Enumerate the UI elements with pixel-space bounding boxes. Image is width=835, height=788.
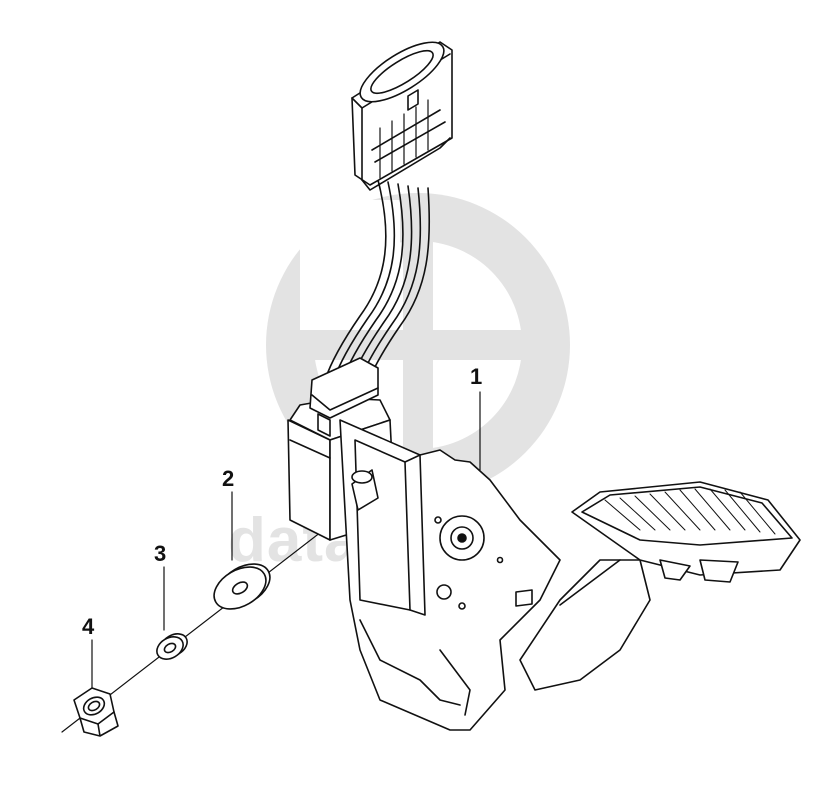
mounting-hole <box>436 584 452 600</box>
assembly-axis-line <box>61 497 366 733</box>
pedal-pad <box>571 481 801 583</box>
harness-grommet <box>309 357 379 419</box>
lock-washer <box>156 633 188 660</box>
cable-harness <box>324 179 431 391</box>
hex-nut <box>73 687 119 737</box>
callout-3: 3 <box>154 541 167 566</box>
pedal-arm <box>519 559 651 691</box>
callout-1: 1 <box>470 364 483 389</box>
callout-4: 4 <box>82 614 95 639</box>
mounting-stud <box>351 469 379 511</box>
mounting-bracket <box>339 419 561 731</box>
callout-2: 2 <box>222 466 235 491</box>
flat-washer <box>213 563 271 610</box>
electrical-connector <box>351 41 453 191</box>
